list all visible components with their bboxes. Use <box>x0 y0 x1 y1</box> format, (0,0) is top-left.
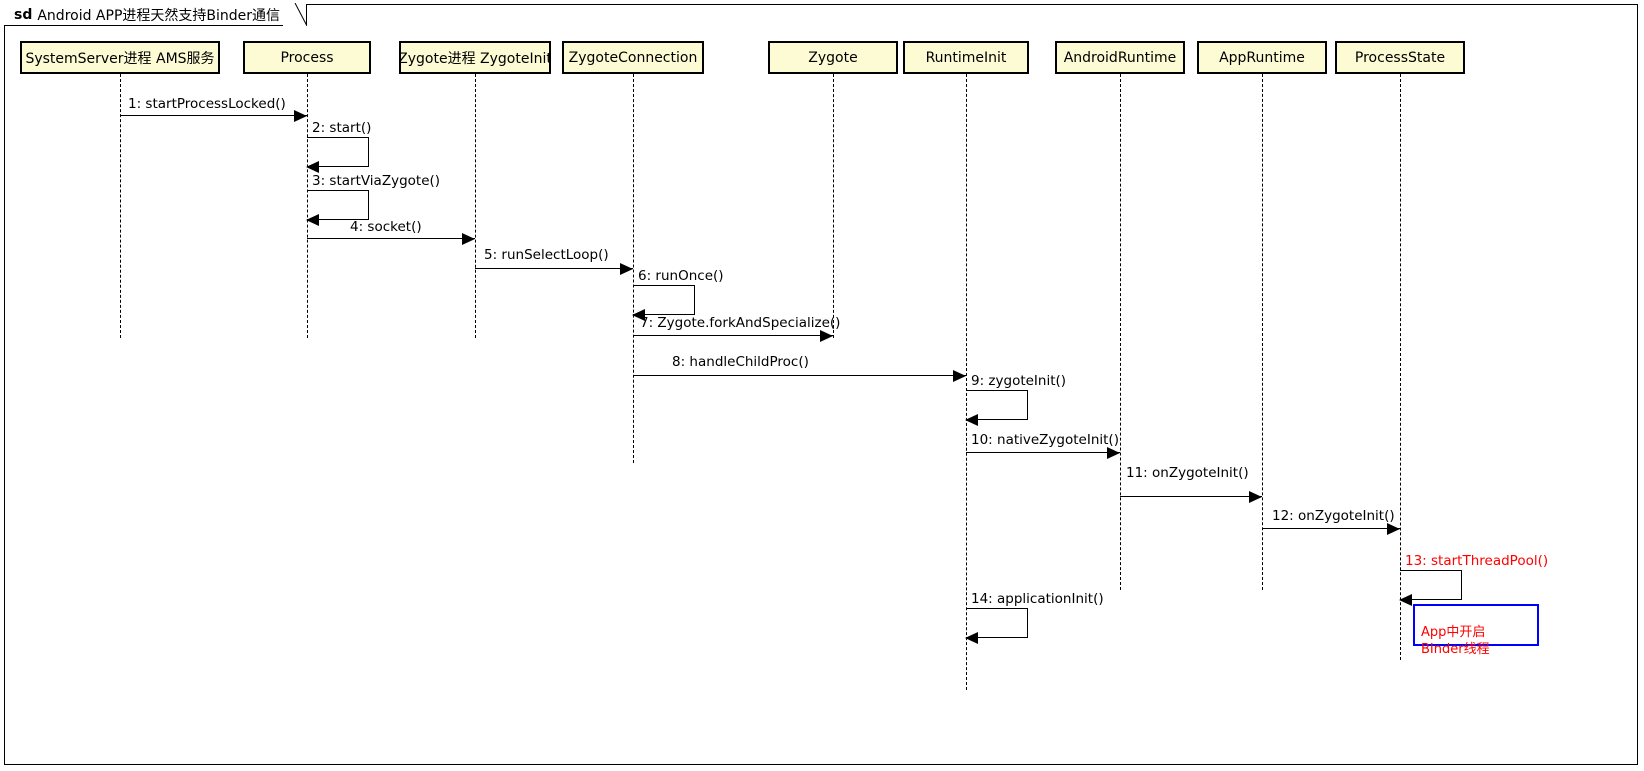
lifeline-head-appruntime[interactable]: AppRuntime <box>1197 41 1327 74</box>
self-message-box-6 <box>633 285 695 315</box>
lifeline-head-processstate[interactable]: ProcessState <box>1335 41 1465 74</box>
sd-keyword: sd <box>14 6 33 23</box>
message-label-5: 5: runSelectLoop() <box>484 247 609 263</box>
lifeline-line-runtimeinit <box>966 74 967 690</box>
lifeline-head-androidruntime[interactable]: AndroidRuntime <box>1055 41 1185 74</box>
lifeline-line-processstate <box>1400 74 1401 660</box>
sd-title: Android APP进程天然支持Binder通信 <box>37 7 281 24</box>
arrowhead-4 <box>462 233 475 245</box>
message-label-2: 2: start() <box>312 120 372 136</box>
lifeline-label: ZygoteConnection <box>568 49 698 66</box>
lifeline-line-zygote <box>833 74 834 338</box>
lifeline-label: AppRuntime <box>1219 49 1305 66</box>
self-message-box-2 <box>307 137 369 167</box>
lifeline-head-systemserver[interactable]: SystemServer进程 AMS服务 <box>20 41 220 74</box>
arrowhead-12 <box>1387 523 1400 535</box>
message-label-3: 3: startViaZygote() <box>312 173 441 189</box>
lifeline-line-process <box>307 74 308 338</box>
sd-frame-label: sd Android APP进程天然支持Binder通信 <box>4 3 308 26</box>
arrowhead-13 <box>1399 594 1412 606</box>
lifeline-head-runtimeinit[interactable]: RuntimeInit <box>903 41 1029 74</box>
lifeline-label: ProcessState <box>1354 49 1446 66</box>
message-label-7: 7: Zygote.forkAndSpecialize() <box>640 315 841 331</box>
note-text: App中开启 BInder线程 <box>1421 625 1490 657</box>
self-message-box-9 <box>966 390 1028 420</box>
message-label-12: 12: onZygoteInit() <box>1272 508 1395 524</box>
lifeline-label: AndroidRuntime <box>1063 49 1177 66</box>
message-label-14: 14: applicationInit() <box>971 591 1104 607</box>
message-line-8 <box>633 375 966 376</box>
message-label-11: 11: onZygoteInit() <box>1126 465 1249 481</box>
lifeline-label: RuntimeInit <box>925 49 1007 66</box>
message-label-1: 1: startProcessLocked() <box>128 96 286 112</box>
message-label-6: 6: runOnce() <box>638 268 724 284</box>
message-label-8: 8: handleChildProc() <box>672 354 809 370</box>
message-line-5 <box>475 268 633 269</box>
lifeline-label: Zygote <box>808 49 858 66</box>
lifeline-line-appruntime <box>1262 74 1263 590</box>
message-label-13: 13: startThreadPool() <box>1405 553 1549 569</box>
arrowhead-1 <box>294 110 307 122</box>
arrowhead-14 <box>965 632 978 644</box>
arrowhead-9 <box>965 414 978 426</box>
self-message-box-13 <box>1400 570 1462 600</box>
arrowhead-2 <box>306 161 319 173</box>
message-label-4: 4: socket() <box>350 219 422 235</box>
arrowhead-11 <box>1249 491 1262 503</box>
self-message-box-14 <box>966 608 1028 638</box>
message-label-9: 9: zygoteInit() <box>971 373 1067 389</box>
arrowhead-7 <box>820 330 833 342</box>
sd-frame <box>4 4 1638 765</box>
lifeline-label: SystemServer进程 AMS服务 <box>25 50 215 67</box>
arrowhead-10 <box>1107 447 1120 459</box>
lifeline-label: Process <box>280 49 334 66</box>
lifeline-head-zygoteconnection[interactable]: ZygoteConnection <box>562 41 704 74</box>
binder-thread-note: App中开启 BInder线程 <box>1413 604 1539 657</box>
message-line-12 <box>1262 528 1400 529</box>
message-label-10: 10: nativeZygoteInit() <box>971 432 1119 448</box>
lifeline-head-zygote[interactable]: Zygote <box>768 41 898 74</box>
message-line-10 <box>966 452 1120 453</box>
arrowhead-8 <box>953 370 966 382</box>
message-line-1 <box>120 115 307 116</box>
message-line-11 <box>1120 496 1262 497</box>
lifeline-head-process[interactable]: Process <box>243 41 371 74</box>
arrowhead-3 <box>306 214 319 226</box>
lifeline-label: Zygote进程 ZygoteInit <box>399 50 551 67</box>
message-line-7 <box>633 335 833 336</box>
message-line-4 <box>307 238 475 239</box>
arrowhead-6 <box>632 309 645 321</box>
lifeline-line-androidruntime <box>1120 74 1121 590</box>
lifeline-line-zygoteinit <box>475 74 476 338</box>
lifeline-line-systemserver <box>120 74 121 338</box>
lifeline-head-zygoteinit[interactable]: Zygote进程 ZygoteInit <box>399 41 551 74</box>
frame-tab-corner-icon <box>283 3 308 26</box>
lifeline-line-zygoteconnection <box>633 74 634 463</box>
arrowhead-5 <box>620 263 633 275</box>
self-message-box-3 <box>307 190 369 220</box>
